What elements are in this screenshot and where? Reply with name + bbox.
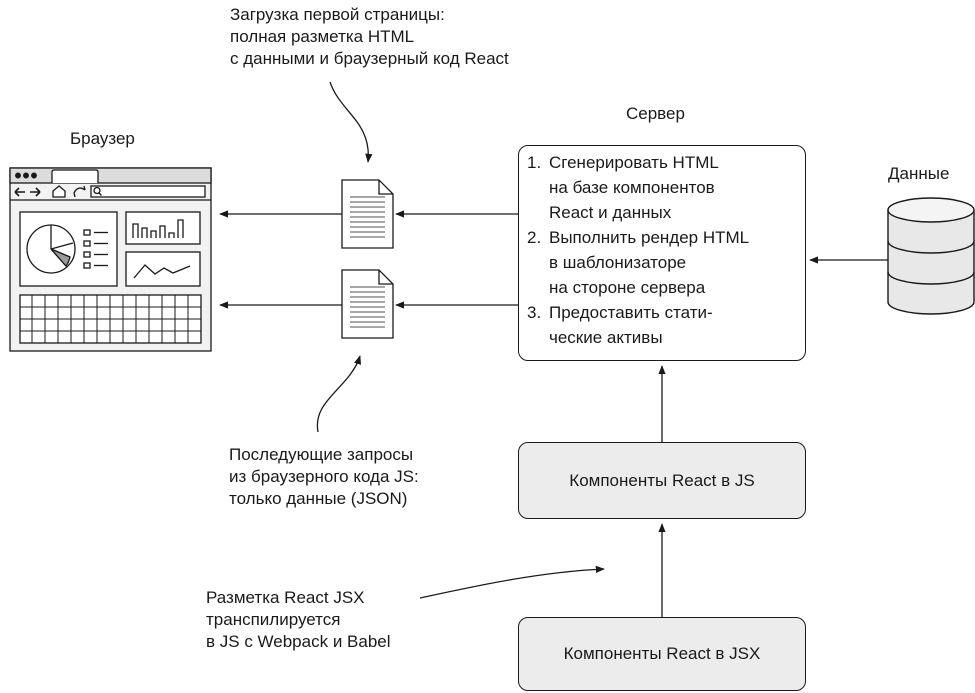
annotation-line: в JS с Webpack и Babel (206, 632, 391, 651)
server-box: 1. Сгенерировать HTML на базе компоненто… (518, 145, 806, 361)
annotation-line: полная разметка HTML (230, 27, 415, 46)
server-step-line: Выполнить рендер HTML (549, 228, 750, 247)
components-jsx-box: Компоненты React в JSX (518, 617, 806, 691)
annotation-line: Последующие запросы (229, 445, 414, 464)
data-label: Данные (888, 164, 950, 183)
annotation-line: Разметка React JSX (206, 588, 365, 607)
arrow-connectors (219, 81, 888, 617)
document-icon (341, 179, 394, 249)
server-step-3: Предоставить стати- ческие активы (549, 300, 713, 350)
server-step-line: на базе компонентов (549, 178, 715, 197)
browser-label: Браузер (70, 129, 135, 148)
annotation-line: транспилируется (206, 610, 341, 629)
server-step-number: 3. (527, 303, 542, 322)
server-step-number: 2. (527, 228, 542, 247)
annotation-line: с данными и браузерный код React (230, 49, 509, 68)
server-step-2: Выполнить рендер HTML в шаблонизаторе на… (549, 225, 749, 300)
browser-window-icon (9, 167, 212, 352)
annotation-line: Загрузка первой страницы: (230, 5, 445, 24)
subsequent-requests-annotation: Последующие запросы из браузерного кода … (229, 444, 419, 510)
database-icon (887, 197, 975, 315)
curve-subsequent (316, 355, 362, 433)
jsx-transpile-annotation: Разметка React JSX транспилируется в JS … (206, 587, 391, 653)
server-step-line: Сгенерировать HTML (549, 153, 719, 172)
server-step-number: 1. (527, 153, 542, 172)
server-step-line: в шаблонизаторе (549, 253, 687, 272)
server-step-line: React и данных (549, 203, 672, 222)
document-icon (341, 269, 394, 339)
components-js-label: Компоненты React в JS (569, 470, 755, 490)
components-jsx-label: Компоненты React в JSX (563, 644, 761, 663)
components-js-box: Компоненты React в JS (518, 442, 806, 519)
server-step-1: Сгенерировать HTML на базе компонентов R… (549, 150, 719, 225)
server-step-line: Предоставить стати- (549, 303, 713, 322)
curve-first-load (329, 81, 373, 163)
first-load-annotation: Загрузка первой страницы: полная разметк… (230, 4, 509, 70)
server-step-line: на стороне сервера (549, 278, 706, 297)
server-label: Сервер (626, 104, 685, 123)
annotation-line: из браузерного кода JS: (229, 467, 419, 486)
server-step-line: ческие активы (549, 328, 663, 347)
curve-jsx-note (419, 565, 605, 599)
annotation-line: только данные (JSON) (229, 489, 408, 508)
